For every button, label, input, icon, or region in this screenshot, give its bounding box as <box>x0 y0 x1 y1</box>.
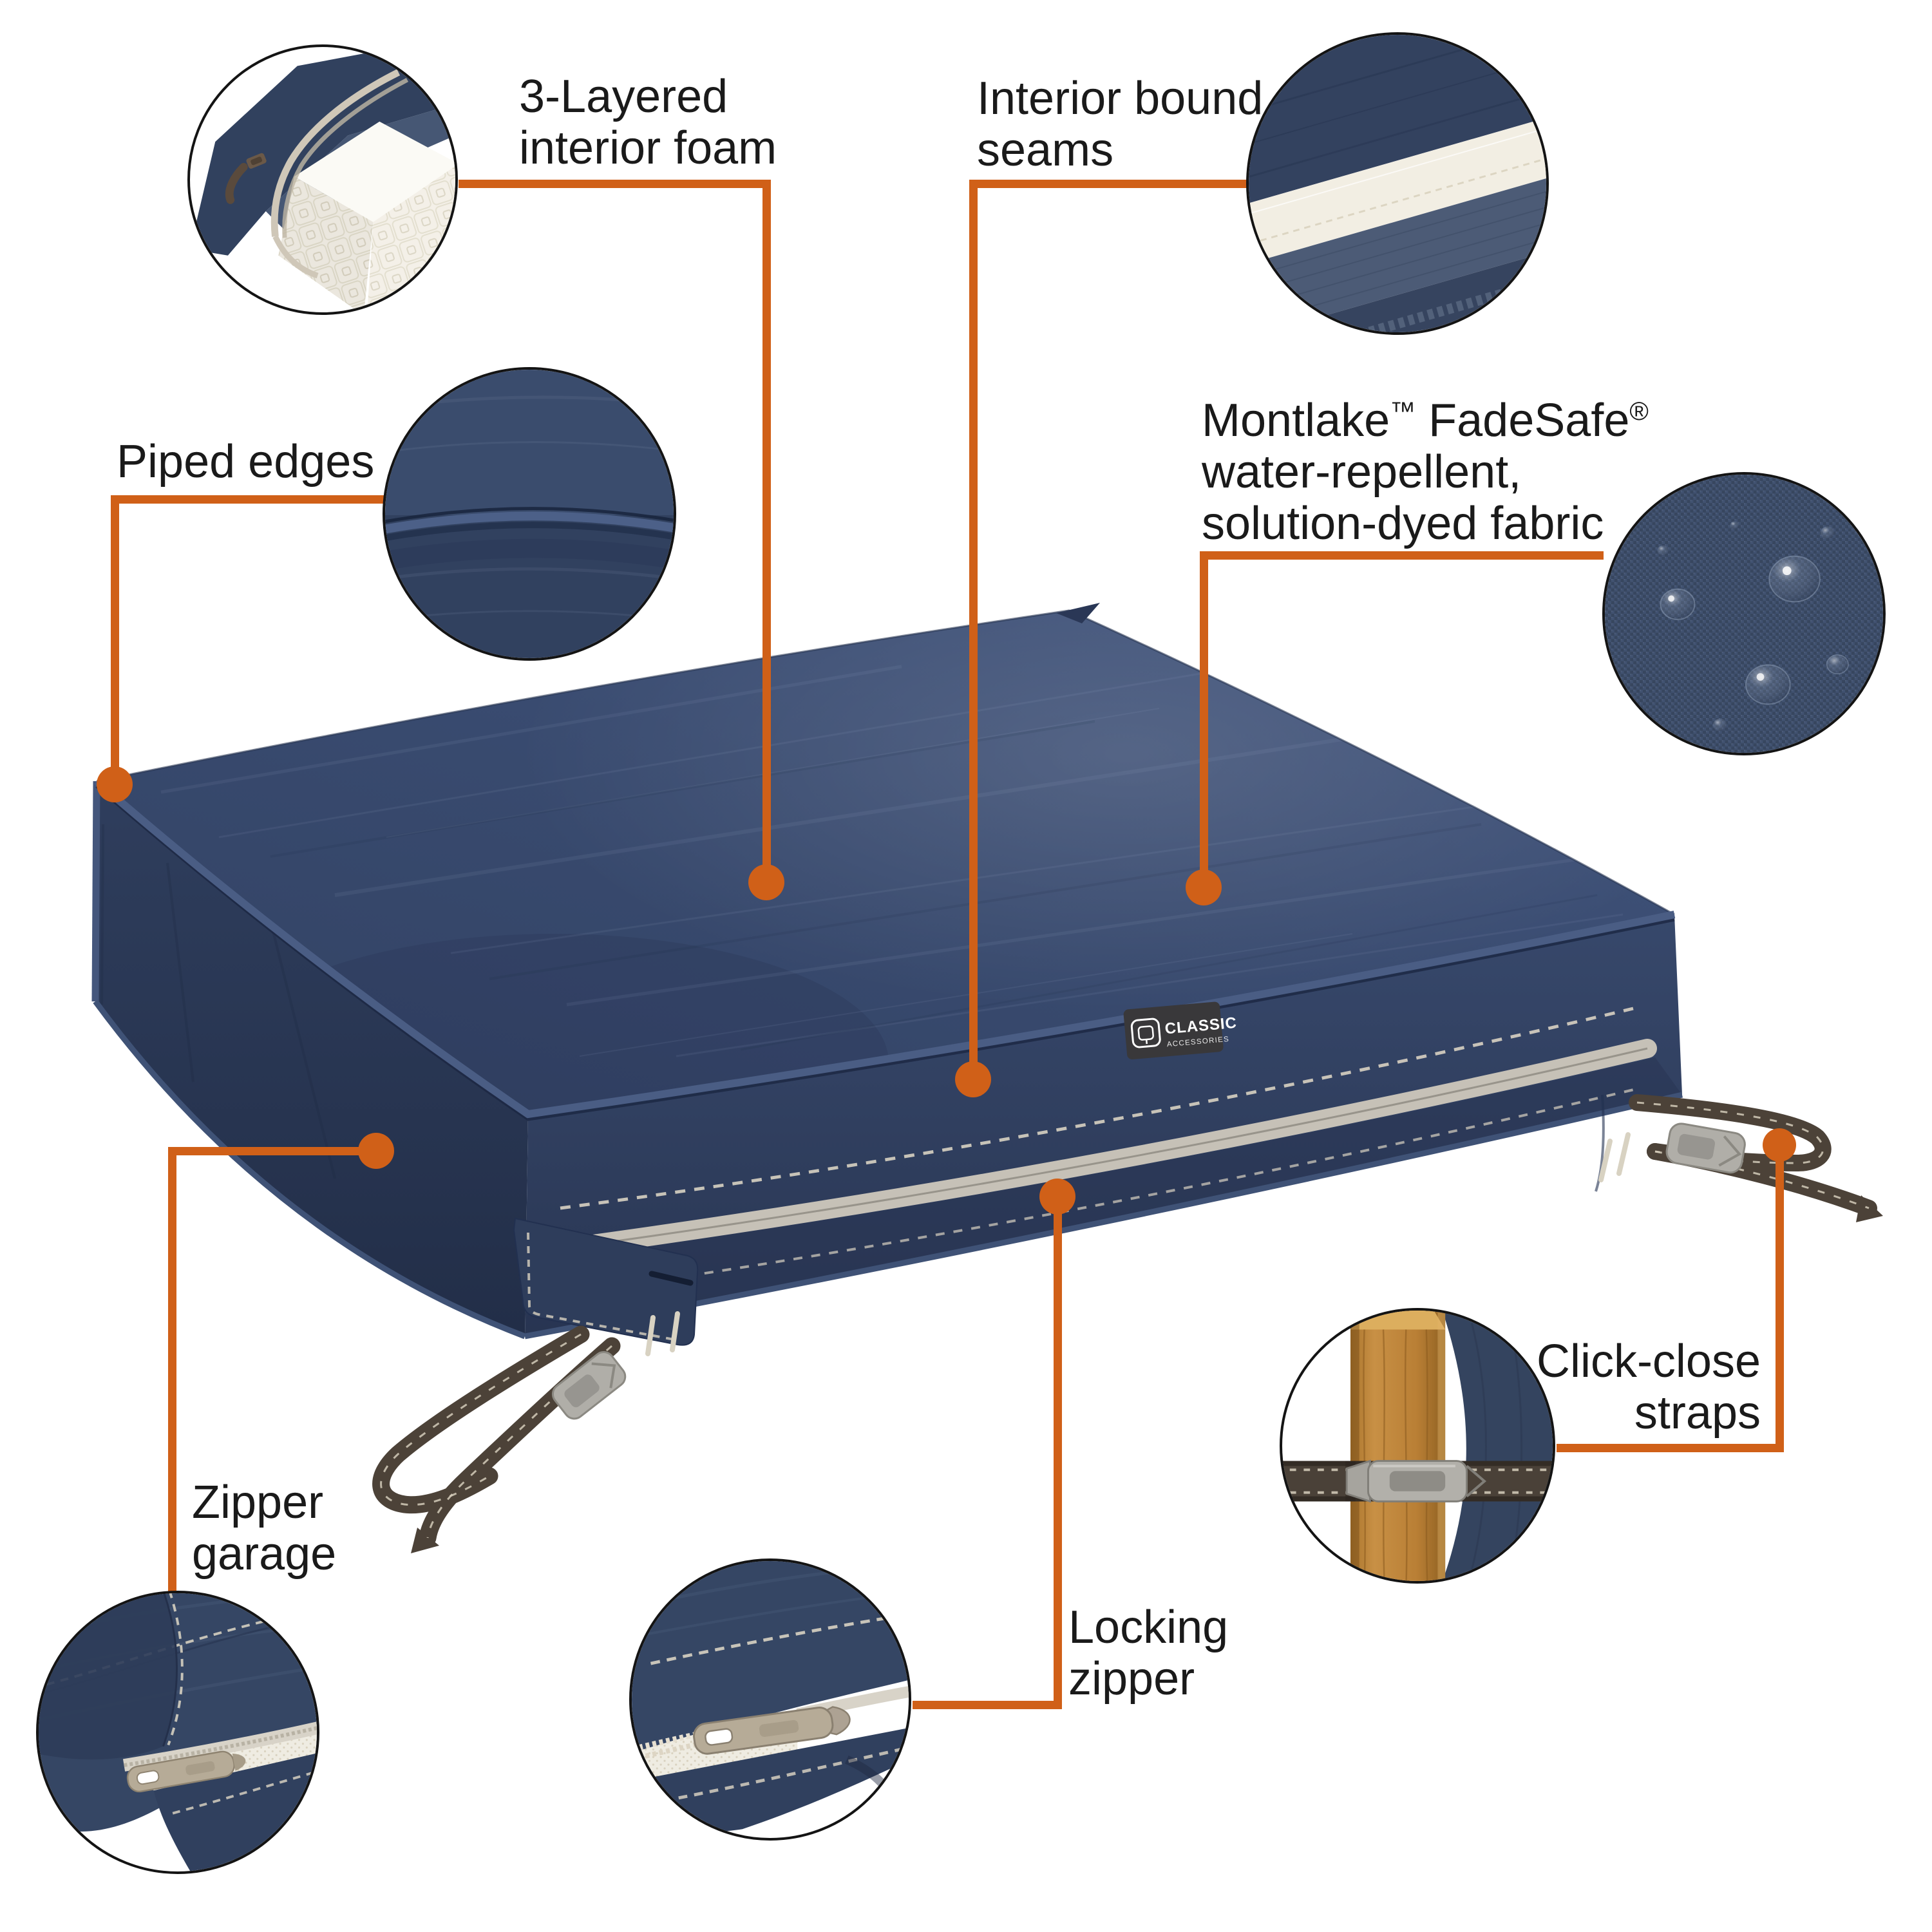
right-click-strap <box>1598 1094 1883 1222</box>
cushion-left-face <box>91 781 528 1340</box>
locking-inset-zipper-pull <box>693 1706 851 1755</box>
montlake-pointer-dot <box>1186 869 1222 905</box>
garage-inset-zipper-pull <box>126 1750 246 1793</box>
straps-detail-inset <box>1280 1308 1555 1584</box>
cushion-right-face <box>524 914 1683 1340</box>
piped-detail-inset <box>383 367 676 661</box>
locking-pointer-dot <box>1039 1179 1075 1215</box>
seams-detail-inset <box>1246 32 1549 335</box>
piped-label: Piped edges <box>117 436 374 488</box>
cushion-zipper <box>536 1007 1657 1293</box>
montlake-label-line2: water-repellent, <box>1202 446 1522 498</box>
locking-inset-art <box>632 1561 909 1833</box>
foam-label-line2: interior foam <box>519 122 777 174</box>
seams-connector-vertical <box>969 180 978 1079</box>
zipper-garage-flap <box>513 1217 699 1346</box>
fabric-inset-art <box>1605 475 1883 753</box>
garage-connector-horizontal <box>168 1147 376 1155</box>
montlake-label-line3: solution-dyed fabric <box>1202 498 1604 549</box>
garage-connector-vertical <box>168 1147 176 1592</box>
foam-connector-vertical <box>762 180 771 882</box>
seams-label-line2: seams <box>977 124 1114 176</box>
garage-label: Zipper garage <box>192 1477 336 1580</box>
straps-connector-vertical <box>1776 1145 1784 1452</box>
garage-pointer-dot <box>358 1133 394 1169</box>
foam-pointer-dot <box>748 864 784 900</box>
straps-inset-art <box>1282 1311 1553 1581</box>
brand-tag: CLASSIC ACCESSORIES <box>1123 1001 1238 1060</box>
straps-label-line2: straps <box>1634 1387 1761 1439</box>
montlake-label-line1a: Montlake <box>1202 395 1390 446</box>
locking-connector-vertical <box>1054 1197 1062 1709</box>
locking-label-line1: Locking <box>1068 1602 1229 1653</box>
left-click-strap <box>372 1311 680 1553</box>
piped-label-line1: Piped edges <box>117 436 375 488</box>
trademark-symbol: ™ <box>1390 397 1416 426</box>
locking-connector-horizontal <box>913 1701 1062 1709</box>
straps-label-line1: Click-close <box>1536 1336 1761 1387</box>
locking-detail-inset <box>629 1558 911 1841</box>
locking-label: Locking zipper <box>1068 1602 1228 1705</box>
garage-detail-inset <box>36 1591 319 1874</box>
left-strap-buckle <box>551 1351 627 1420</box>
seams-connector-horizontal <box>969 180 1247 188</box>
straps-connector-horizontal <box>1557 1444 1784 1452</box>
piped-connector-horizontal <box>111 495 384 504</box>
straps-pointer-dot <box>1763 1128 1796 1162</box>
piped-pointer-dot <box>97 766 133 802</box>
seams-pointer-dot <box>955 1061 991 1097</box>
montlake-connector-horizontal <box>1200 551 1604 560</box>
montlake-connector-vertical <box>1200 551 1208 887</box>
seams-inset-art <box>1249 35 1546 332</box>
foam-label-line1: 3-Layered <box>519 71 728 122</box>
garage-label-line2: garage <box>192 1528 337 1580</box>
seams-label-line1: Interior bound <box>977 73 1264 124</box>
registered-symbol: ® <box>1629 397 1649 426</box>
foam-connector-horizontal <box>459 180 771 188</box>
piped-connector-vertical <box>111 495 119 784</box>
straps-label: Click-close straps <box>1537 1336 1761 1439</box>
garage-label-line1: Zipper <box>192 1477 324 1528</box>
brand-logo-icon <box>1130 1018 1161 1048</box>
right-strap-buckle <box>1665 1122 1746 1174</box>
foam-inset-art <box>190 47 455 312</box>
seams-label: Interior bound seams <box>977 73 1263 176</box>
foam-label: 3-Layered interior foam <box>519 71 777 174</box>
piped-inset-art <box>385 370 674 658</box>
straps-inset-buckle <box>1345 1459 1487 1503</box>
montlake-label: Montlake™ FadeSafe® water-repellent, sol… <box>1202 395 1649 549</box>
fabric-detail-inset <box>1602 472 1886 755</box>
locking-label-line2: zipper <box>1068 1653 1195 1705</box>
garage-inset-art <box>39 1593 317 1871</box>
montlake-label-line1b: FadeSafe <box>1416 395 1630 446</box>
foam-detail-inset <box>187 44 458 315</box>
